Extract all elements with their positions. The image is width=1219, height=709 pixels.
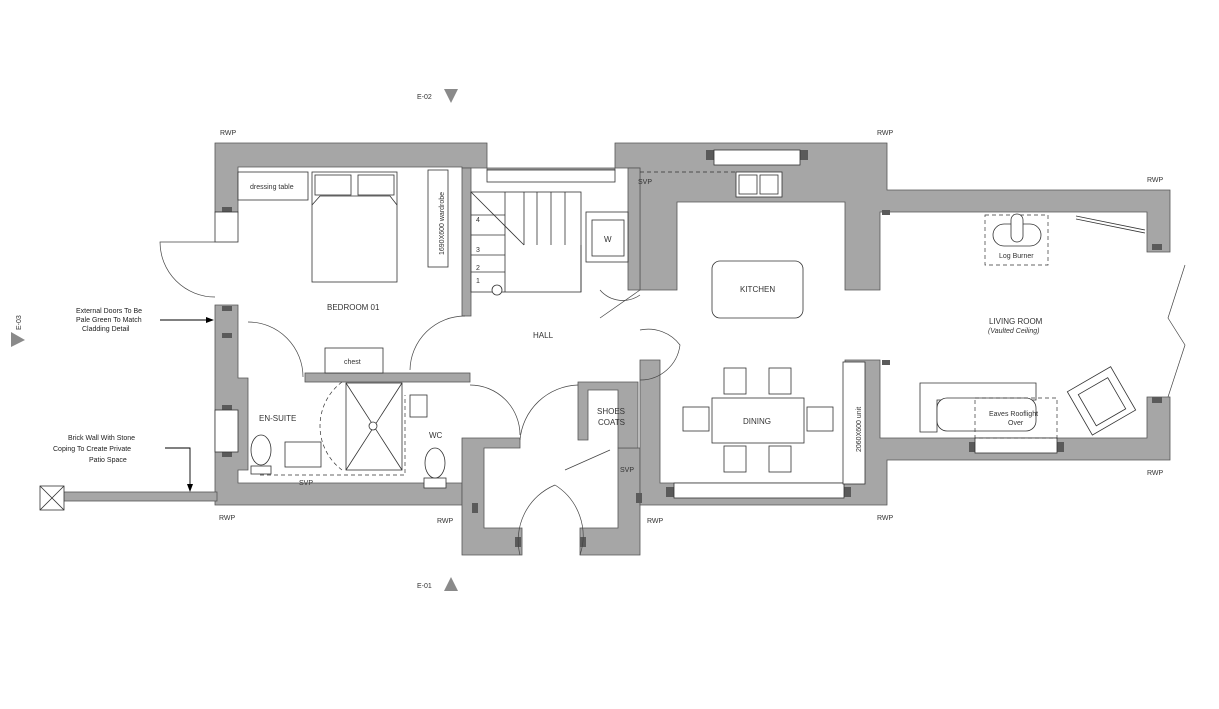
staircase (470, 191, 582, 296)
ensuite-label: EN-SUITE (259, 414, 296, 423)
shower-drain (368, 421, 378, 431)
living-room-sublabel: (Vaulted Ceiling) (988, 328, 1040, 335)
shower-door-swing (319, 381, 343, 471)
kitchen-island (711, 260, 804, 319)
kitchen-sink (735, 171, 783, 198)
chest-label: chest (344, 359, 361, 366)
log-burner-label: Log Burner (999, 253, 1034, 260)
section-e03-arrow (11, 332, 25, 347)
wall-note-leader (165, 447, 191, 488)
storage-unit (842, 361, 866, 485)
unit-label: 2060X600 unit (856, 407, 863, 452)
section-e02-arrow (444, 89, 458, 103)
wall-note-line-3: Patio Space (89, 457, 127, 464)
section-e01-arrow (444, 577, 458, 591)
dining-set (682, 367, 834, 473)
wardrobe (427, 169, 449, 268)
washer-box (591, 219, 625, 257)
wardrobe-label: 1690X600 wardrobe (439, 192, 446, 255)
shoes-label: SHOES (597, 407, 625, 416)
ensuite-drain-line (260, 395, 406, 476)
doors-note-line-2: Pale Green To Match (76, 317, 142, 324)
wall-note-line-2: Coping To Create Private (53, 446, 131, 453)
doors-note-line-3: Cladding Detail (82, 326, 130, 333)
sofa (919, 382, 1037, 433)
svg-text:RWP: RWP (1147, 177, 1164, 184)
wall-shoes (577, 381, 639, 449)
svp-tags: SVP SVP SVP (299, 179, 652, 487)
stair-number-3: 3 (476, 247, 480, 254)
wc-fixtures (409, 394, 447, 489)
section-e02-label: E-02 (417, 94, 432, 101)
svg-text:RWP: RWP (220, 130, 237, 137)
wall-note-arrowhead (187, 484, 193, 492)
svg-text:RWP: RWP (1147, 470, 1164, 477)
washer-label: W (604, 235, 612, 244)
wall-stair (461, 167, 472, 317)
wall-bedroom (214, 142, 1171, 291)
bedroom-label: BEDROOM 01 (327, 303, 380, 312)
svg-text:RWP: RWP (437, 518, 454, 525)
ensuite-fixtures (250, 434, 322, 475)
vault-beam (1075, 215, 1146, 234)
rwp-tags: RWP RWP RWP RWP RWP RWP RWP RWP (219, 130, 1164, 525)
wall-porch (461, 437, 523, 556)
svg-text:SVP: SVP (620, 467, 634, 474)
section-e03-label: E-03 (16, 315, 23, 330)
svg-text:RWP: RWP (219, 515, 236, 522)
dining-label: DINING (743, 417, 771, 426)
doors-note-line-1: External Doors To Be (76, 308, 142, 315)
svg-text:RWP: RWP (877, 515, 894, 522)
wall-columns (222, 150, 1162, 547)
doors (159, 241, 1186, 556)
patio-brick-wall (59, 491, 218, 502)
section-e01-label: E-01 (417, 583, 432, 590)
stair-number-2: 2 (476, 265, 480, 272)
rooflight-label-1: Eaves Rooflight (989, 411, 1038, 418)
double-bed (311, 171, 398, 283)
rooflight-label-2: Over (1008, 420, 1024, 427)
svg-text:RWP: RWP (877, 130, 894, 137)
dressing-table-label: dressing table (250, 184, 294, 191)
stair-number-1: 1 (476, 278, 480, 285)
wall-porch-right (579, 447, 641, 556)
patio-pier-cross (39, 485, 65, 511)
wc-label: WC (429, 431, 443, 440)
svg-text:RWP: RWP (647, 518, 664, 525)
wall-ensuite-top (304, 372, 471, 383)
armchair (1066, 366, 1137, 436)
dressing-table (237, 171, 309, 201)
doors-note-arrowhead (206, 317, 214, 323)
coats-label: COATS (598, 418, 625, 427)
wall-note-line-1: Brick Wall With Stone (68, 435, 135, 442)
svg-text:SVP: SVP (299, 480, 313, 487)
living-room-label: LIVING ROOM (989, 317, 1043, 326)
rooflight-outline (974, 397, 1058, 439)
chest (324, 347, 384, 374)
log-burner (992, 213, 1042, 247)
svg-text:SVP: SVP (638, 179, 652, 186)
wall-kitchen-hall (627, 167, 641, 291)
stair-number-4: 4 (476, 217, 480, 224)
windows (214, 149, 1058, 499)
hall-label: HALL (533, 331, 554, 340)
kitchen-label: KITCHEN (740, 285, 775, 294)
